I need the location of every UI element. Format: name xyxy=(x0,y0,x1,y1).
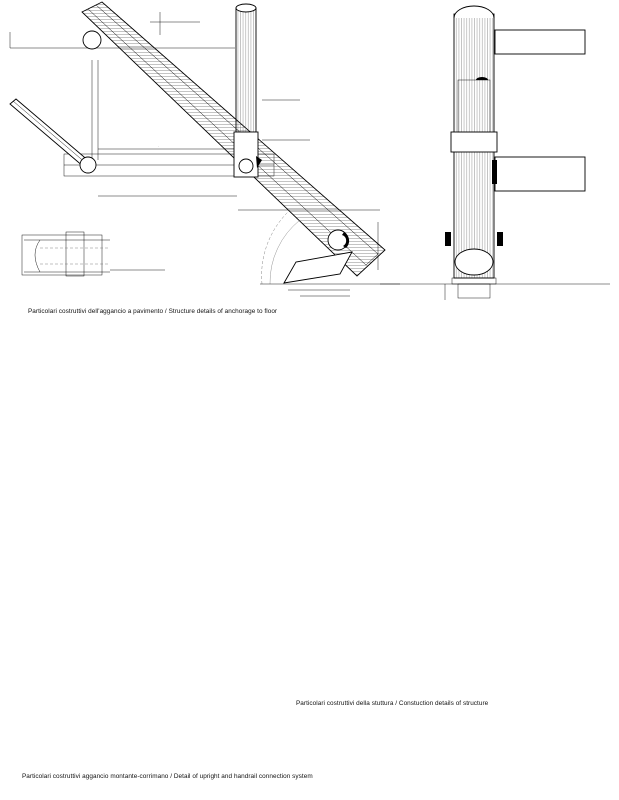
floor-anchorage-front-elevation xyxy=(380,5,610,300)
upright-joint-small-detail xyxy=(21,231,165,277)
caption-structure: Particolari costruttivi della stuttura /… xyxy=(296,700,489,707)
svg-text:.: . xyxy=(158,144,159,148)
caption-handrail-connection: Particolari costruttivi aggancio montant… xyxy=(22,773,313,780)
floor-anchorage-side-detail: . xyxy=(9,1,400,297)
caption-floor-anchorage: Particolari costruttivi dell'aggancio a … xyxy=(28,308,278,315)
